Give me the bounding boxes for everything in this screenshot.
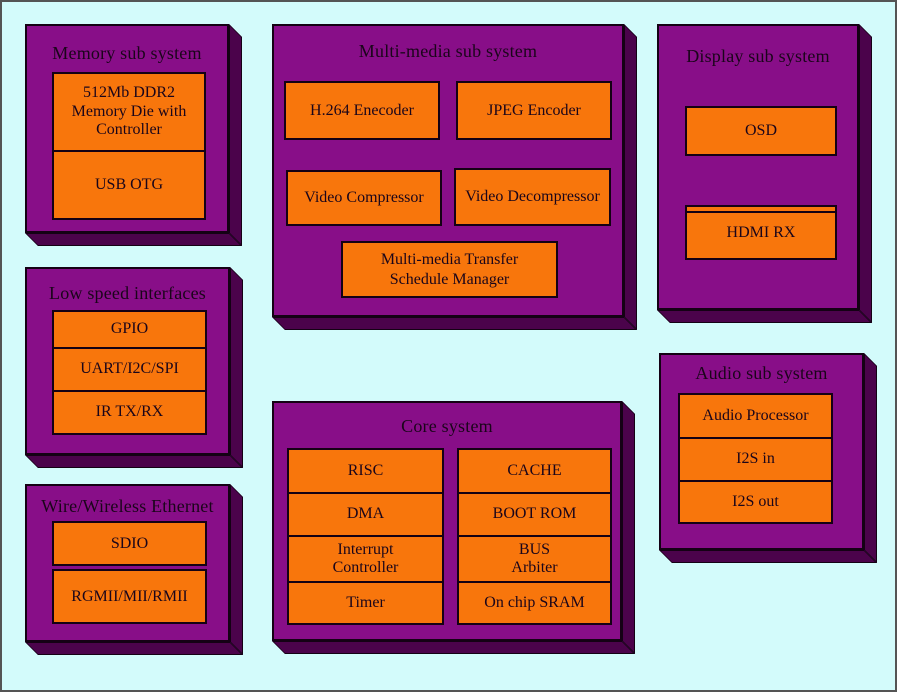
panel-title: Audio sub system	[695, 363, 828, 383]
panel-right-face	[229, 24, 242, 246]
block-rgmii-mii-rmii: RGMII/MII/RMII	[52, 569, 207, 624]
panel-bottom-face	[25, 233, 242, 246]
block-i2s-in: I2S in	[680, 437, 831, 480]
core-right-block-stack: CACHE BOOT ROM BUS Arbiter On chip SRAM	[457, 448, 612, 625]
block-interrupt-controller: Interrupt Controller	[289, 535, 442, 581]
panel-title: Display sub system	[686, 46, 830, 66]
block-hdmi-rx: HDMI RX	[685, 205, 837, 260]
block-bus-arbiter: BUS Arbiter	[459, 535, 610, 581]
block-osd: OSD	[685, 106, 837, 156]
panel-title: Multi-media sub system	[358, 41, 538, 61]
panel-title: Low speed interfaces	[49, 283, 206, 303]
panel-right-face	[859, 24, 872, 323]
block-timer: Timer	[289, 581, 442, 623]
block-gpio: GPIO	[110, 320, 149, 338]
hdmi-top-divider-line	[686, 211, 836, 213]
block-video-compressor: Video Compressor	[286, 170, 442, 226]
memory-block-stack: 512Mb DDR2 Memory Die with Controller US…	[52, 72, 206, 220]
block-usb-otg: USB OTG	[54, 150, 204, 218]
panel-right-face	[864, 353, 877, 563]
panel-audio-sub-system: Audio sub system Audio Processor I2S in …	[659, 353, 877, 563]
panel-right-face	[622, 401, 635, 654]
block-i2s-out: I2S out	[680, 480, 831, 522]
panel-right-face	[230, 484, 243, 655]
panel-bottom-face	[659, 550, 877, 563]
block-sdio: SDIO	[52, 521, 207, 566]
block-h264-encoder: H.264 Enecoder	[284, 81, 440, 140]
panel-wire-wireless-ethernet: Wire/Wireless Ethernet SDIO RGMII/MII/RM…	[25, 484, 243, 655]
block-label: HDMI RX	[726, 223, 796, 241]
panel-right-face	[624, 24, 637, 330]
lowspeed-block-stack: GPIO UART/I2C/SPI IR TX/RX	[52, 310, 207, 435]
audio-block-stack: Audio Processor I2S in I2S out	[678, 393, 833, 524]
panel-bottom-face	[272, 317, 637, 330]
block-jpeg-encoder: JPEG Encoder	[456, 81, 612, 140]
block-dma: DMA	[289, 492, 442, 535]
block-risc: RISC	[347, 461, 384, 479]
panel-title: Core system	[401, 416, 493, 436]
panel-bottom-face	[25, 455, 243, 468]
block-cache: CACHE	[507, 461, 562, 479]
block-transfer-schedule-manager: Multi-media Transfer Schedule Manager	[341, 241, 558, 298]
block-audio-processor: Audio Processor	[702, 406, 809, 424]
panel-multimedia-sub-system: Multi-media sub system H.264 Enecoder JP…	[272, 24, 637, 330]
panel-low-speed-interfaces: Low speed interfaces GPIO UART/I2C/SPI I…	[25, 267, 243, 468]
core-left-block-stack: RISC DMA Interrupt Controller Timer	[287, 448, 444, 625]
panel-bottom-face	[25, 642, 243, 655]
panel-memory-sub-system: Memory sub system 512Mb DDR2 Memory Die …	[25, 24, 242, 246]
block-boot-rom: BOOT ROM	[459, 492, 610, 535]
panel-bottom-face	[657, 310, 872, 323]
block-ir-tx-rx: IR TX/RX	[54, 390, 205, 433]
block-on-chip-sram: On chip SRAM	[459, 581, 610, 623]
block-video-decompressor: Video Decompressor	[454, 168, 611, 226]
panel-title: Wire/Wireless Ethernet	[41, 496, 214, 516]
panel-core-system: Core system RISC DMA Interrupt Controlle…	[272, 401, 635, 654]
panel-display-sub-system: Display sub system OSD HDMI RX	[657, 24, 872, 323]
panel-right-face	[230, 267, 243, 468]
block-uart-i2c-spi: UART/I2C/SPI	[54, 347, 205, 390]
panel-title: Memory sub system	[52, 43, 202, 63]
panel-bottom-face	[272, 641, 635, 654]
block-ddr2-memory: 512Mb DDR2 Memory Die with Controller	[71, 84, 187, 139]
